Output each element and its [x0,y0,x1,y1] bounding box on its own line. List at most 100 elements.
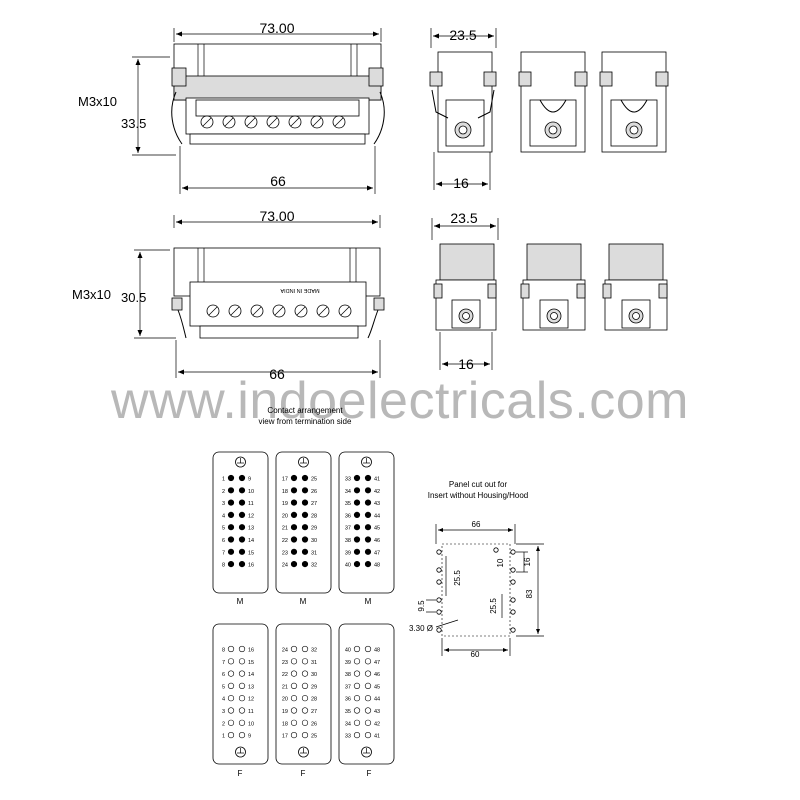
contact-pin [353,511,361,519]
pin-number: 26 [311,721,317,727]
contact-pin [364,695,372,702]
pin-number: 23 [282,660,288,666]
contact-pin [290,487,298,494]
pin-number: 12 [248,697,254,703]
contact-pin [353,658,361,665]
pin-number: 31 [311,660,317,666]
contact-pin [238,731,246,739]
top-height: 33.5 [121,116,146,131]
pin-number: 30 [311,538,317,544]
contact-pin [364,487,372,494]
pin-number: 34 [345,721,351,727]
contact-pin [364,682,372,690]
pin-number: 10 [248,721,254,727]
pin-number: 26 [311,489,317,495]
contact-pin [238,536,246,543]
contact-pin [301,670,309,677]
contact-pin [353,719,361,726]
top-side-width: 23.5 [449,27,476,43]
bottom-width-total: 73.00 [259,208,294,224]
pin-number: 45 [374,684,380,690]
contact-pin [353,536,361,543]
ground-icon [235,456,246,468]
pin-number: 39 [345,660,351,666]
pin-number: 15 [248,660,254,666]
contact-pin [227,511,235,519]
terminal-screws-top [200,115,346,129]
pin-number: 4 [222,513,225,519]
pin-number: 44 [374,697,380,703]
panel-height: 83 [525,589,534,598]
contact-pin [290,511,298,519]
pin-number: 34 [345,489,351,495]
contact-pin [353,695,361,702]
pin-number: 19 [282,709,288,715]
contact-pin [301,658,309,665]
contact-pin [353,731,361,739]
pin-number: 31 [311,550,317,556]
contact-pin [238,487,246,494]
contact-pin [364,719,372,726]
pin-number: 32 [311,563,317,569]
panel-bottom-width: 60 [471,650,480,659]
panel-top-width: 66 [472,520,481,529]
panel-right-upper: 16 [523,557,532,566]
pin-number: 17 [282,477,288,483]
contact-pin [353,682,361,690]
contact-pin [227,682,235,690]
pin-number: 25 [311,734,317,740]
pin-number: 33 [345,477,351,483]
contact-pin [290,695,298,702]
panel-left-small: 9.5 [417,600,426,612]
pin-number: 16 [248,563,254,569]
contact-pin [353,487,361,494]
pin-number: 43 [374,709,380,715]
contact-pin [227,548,235,555]
pin-number: 14 [248,538,254,544]
pin-number: 13 [248,684,254,690]
contact-pin [353,560,361,568]
pin-number: 4 [222,697,225,703]
contact-pin [290,560,298,568]
pin-number: 19 [282,501,288,507]
pin-number: 22 [282,538,288,544]
contact-pin [238,548,246,555]
male-label: M [365,597,372,606]
panel-cutout: Panel cut out for Insert without Housing… [409,480,544,659]
pin-number: 7 [222,660,225,666]
pin-number: 10 [248,489,254,495]
pin-number: 46 [374,672,380,678]
pin-number: 1 [222,477,225,483]
contact-pin [227,499,235,506]
pin-number: 39 [345,550,351,556]
contact-pin [238,474,246,482]
pin-number: 27 [311,709,317,715]
contact-pin [290,682,298,690]
top-width-total: 73.00 [259,20,294,36]
contact-pin [364,511,372,519]
bottom-screw-label: M3x10 [72,287,111,302]
contact-pin [290,658,298,665]
contact-pin [301,695,309,702]
pin-number: 12 [248,513,254,519]
contact-pin [364,707,372,714]
made-in-stamp: MADE IN INDIA [280,287,319,293]
contact-pin [238,719,246,726]
ground-icon [361,746,372,758]
pin-number: 11 [248,709,254,715]
ground-icon [361,456,372,468]
contact-pin [353,707,361,714]
contact-pin [290,548,298,555]
contact-pin [227,707,235,714]
contact-pin [238,682,246,690]
contact-pin [364,670,372,677]
bottom-width-base: 66 [269,366,285,382]
top-front-view: 73.00 M3x10 33. [78,20,385,194]
contact-pin [227,719,235,726]
contact-pin [290,536,298,543]
pin-number: 17 [282,734,288,740]
contact-pin [364,645,372,653]
